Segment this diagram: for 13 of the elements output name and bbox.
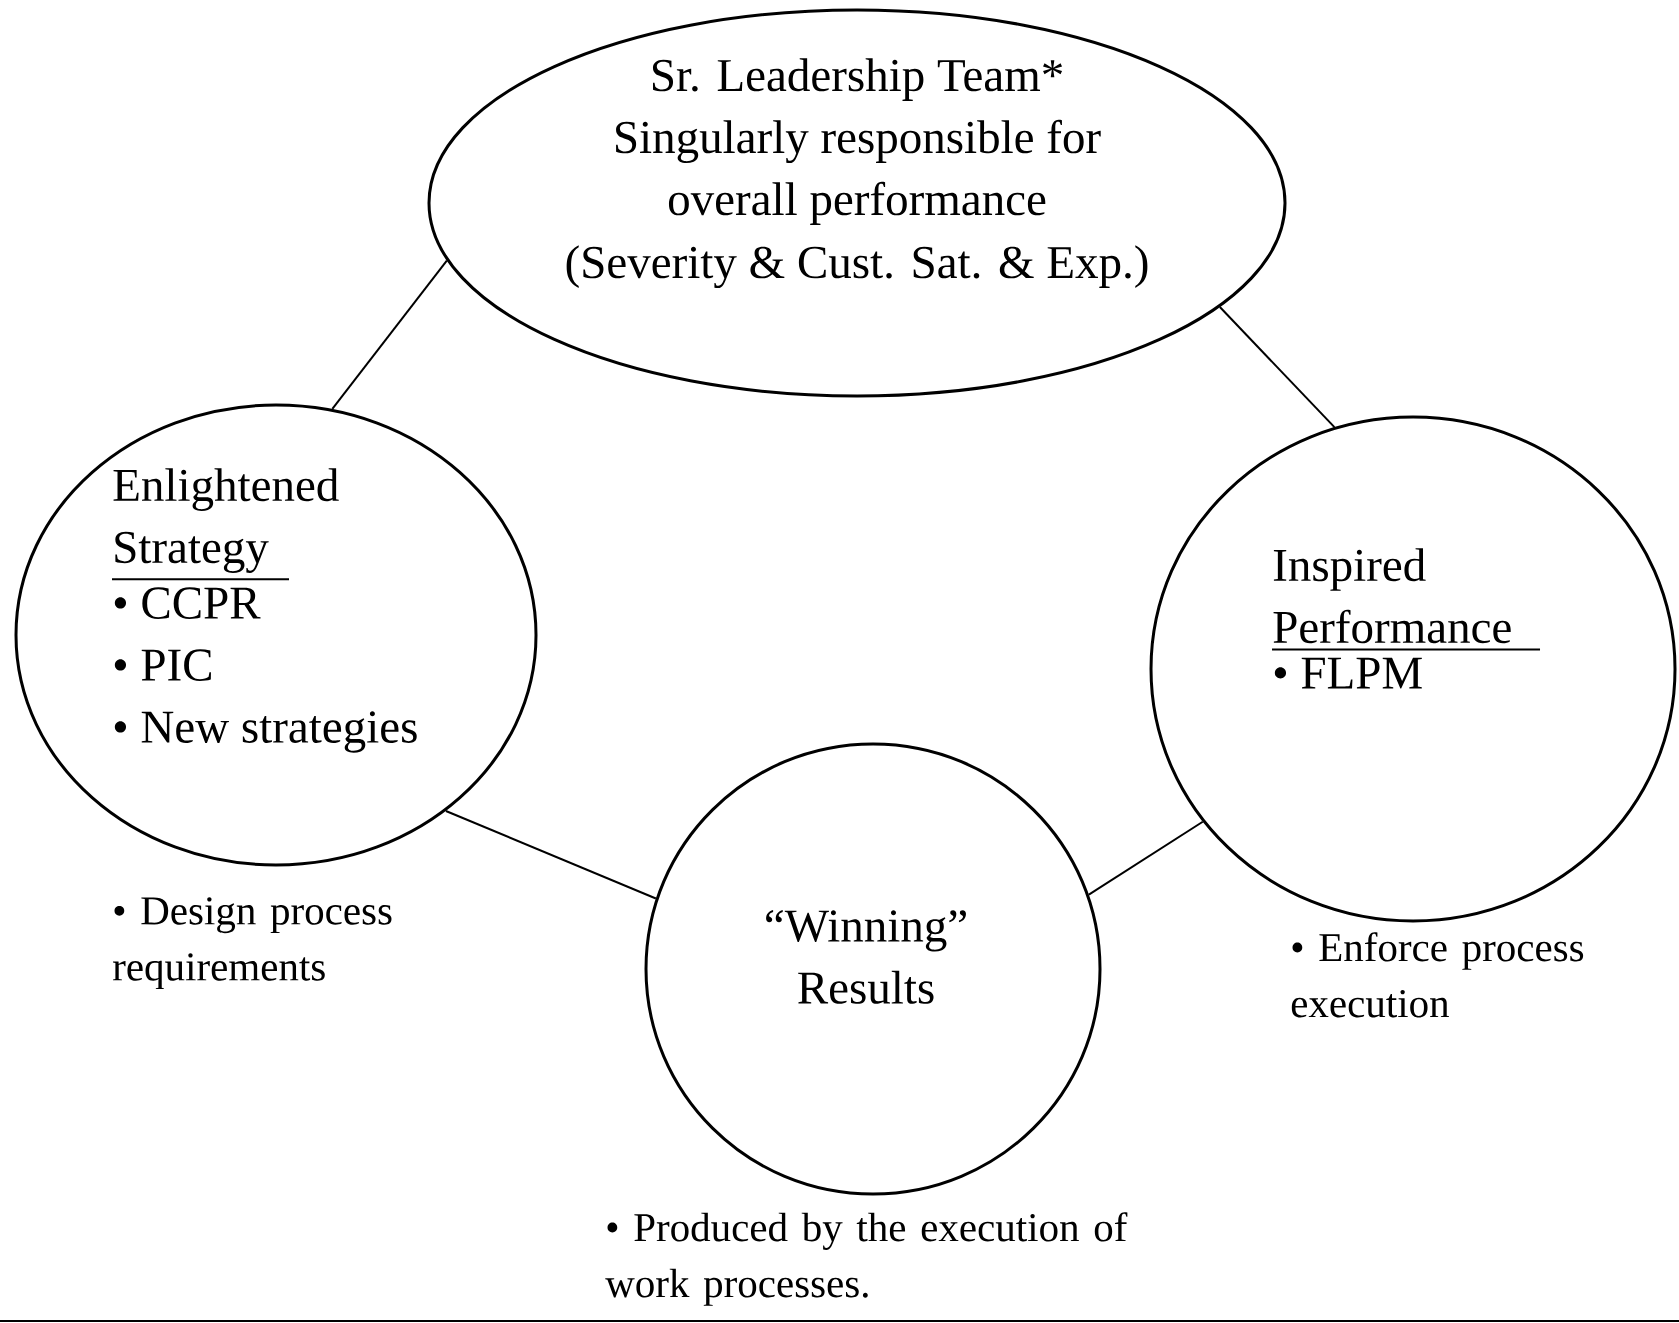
- node-text: “Winning” Results: [766, 910, 966, 1004]
- note-text: • Design process requirements: [113, 897, 392, 990]
- underlined-heading: Inspired Performance: [1271, 548, 1541, 651]
- connector-line: [1087, 820, 1204, 896]
- node-text: Sr. Leadership Team* Singularly responsible for overall performance (Severity & Cust. Sat. & Exp.): [566, 58, 1148, 289]
- note-text: • Enforce process execution: [1291, 932, 1584, 1018]
- underlined-heading: Enlightened Strategy: [111, 468, 339, 581]
- bullet-list: • FLPM: [1274, 657, 1422, 689]
- connector-line: [331, 259, 448, 410]
- connector-line: [1218, 306, 1336, 429]
- connector-line: [444, 809, 657, 900]
- note-text: • Produced by the execution of work processes.: [605, 1212, 1128, 1306]
- bullet-list: • CCPR • PIC • New strategies: [114, 587, 417, 753]
